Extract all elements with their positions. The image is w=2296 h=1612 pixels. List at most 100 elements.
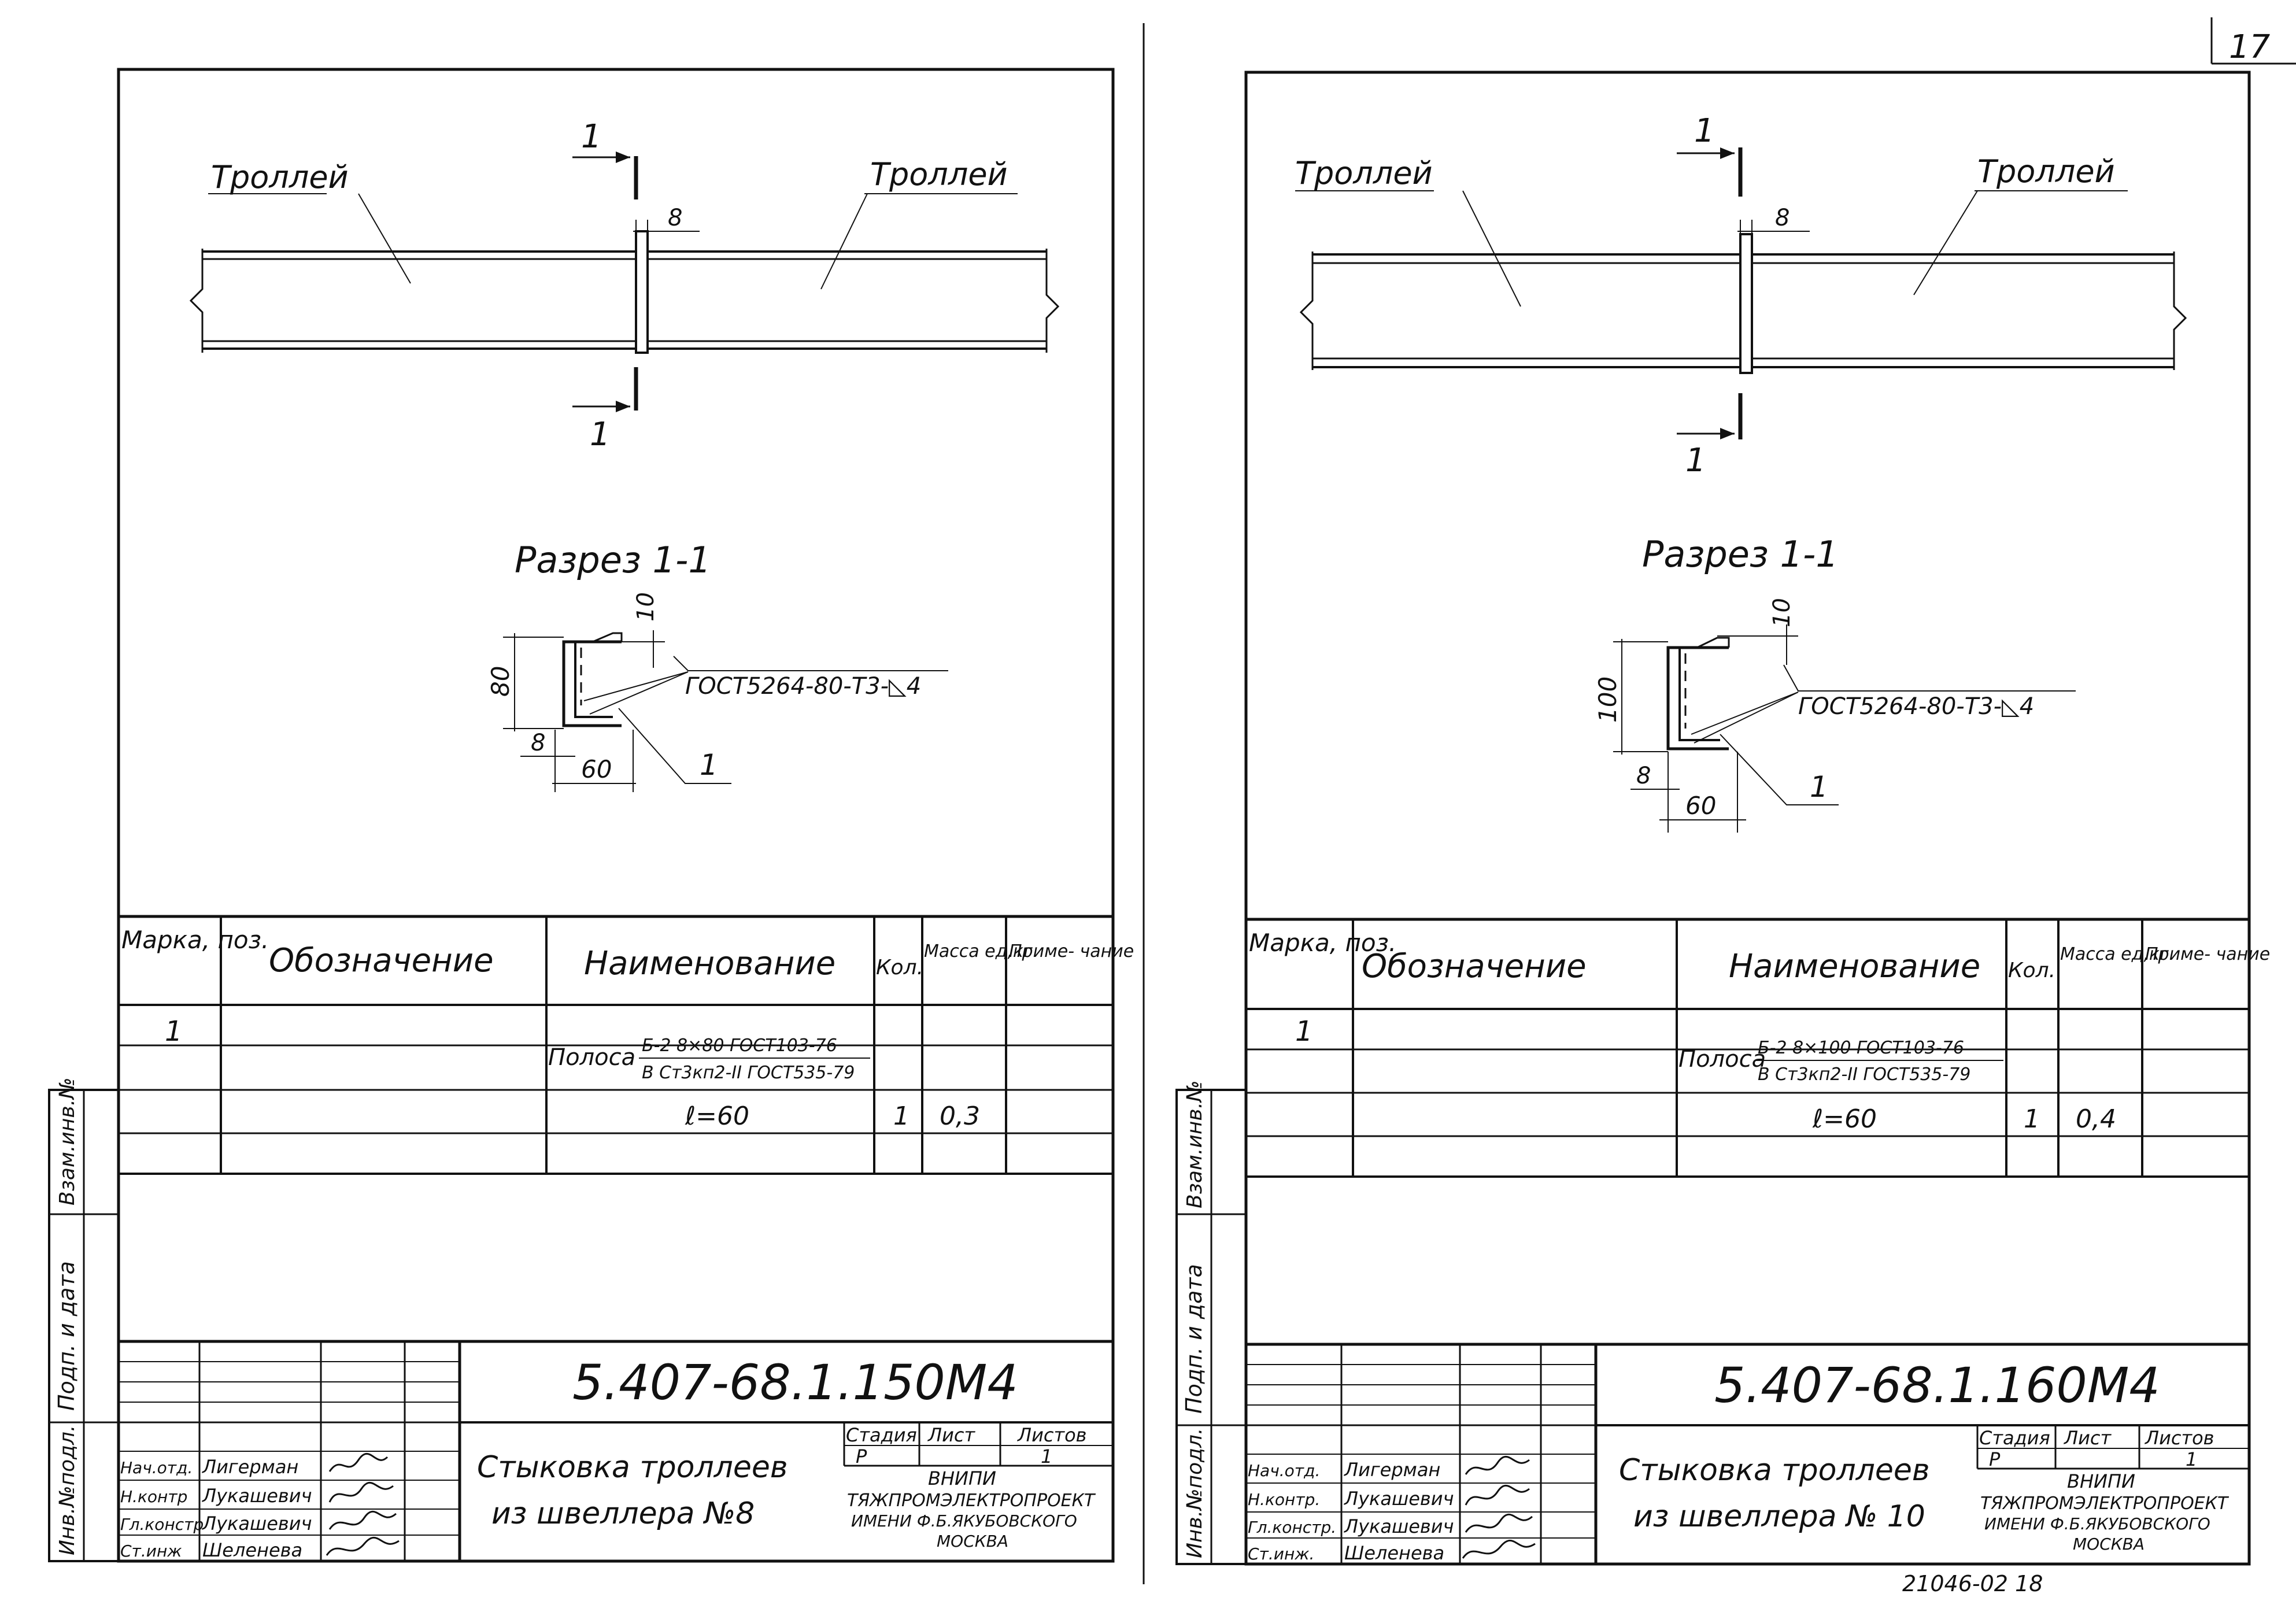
side-label-sign-date: Подп. и дата [54, 1261, 79, 1411]
break-line-left [1299, 252, 1314, 370]
doc-code: 5.407-68.1.160М4 [1714, 1357, 2160, 1414]
org-line-4: МОСКВА [2073, 1535, 2145, 1554]
break-line-right [2173, 252, 2187, 370]
sheet-label: Лист [927, 1424, 975, 1446]
page-number: 17 [2229, 28, 2271, 66]
joint-plate [635, 230, 649, 354]
frame [1244, 71, 2251, 1566]
role-4: Ст.инж [120, 1541, 182, 1561]
side-label-replace-inv: Взам.инв.№ [1183, 1080, 1207, 1208]
trolley-label-left: Троллей [1295, 155, 1433, 191]
name-1: Лигерман [1344, 1459, 1440, 1481]
th-mass: Масса ед,кг [924, 941, 1033, 962]
dim-height: 80 [486, 666, 515, 697]
item-length: ℓ=60 [1812, 1104, 1877, 1134]
item-mass: 0,3 [940, 1101, 980, 1131]
name-3: Лукашевич [1344, 1515, 1454, 1537]
item-spec-bottom: В Ст3кп2-II ГОСТ535-79 [642, 1063, 855, 1083]
break-line-right [1045, 249, 1060, 353]
gap-dimension: 8 [668, 205, 682, 231]
section-mark-top: 1 [1694, 112, 1715, 150]
sheets-label: Листов [2145, 1427, 2214, 1449]
arrow-icon [616, 401, 630, 412]
title-line-2: из швеллера № 10 [1633, 1499, 1925, 1534]
stage-label: Стадия [846, 1424, 917, 1446]
th-designation: Обозначение [269, 942, 494, 979]
stage-value: Р [1989, 1448, 2001, 1470]
item-name: Полоса [548, 1044, 635, 1071]
name-2: Лукашевич [1344, 1488, 1454, 1510]
side-label-inv-orig: Инв.№подл. [56, 1425, 79, 1555]
role-1: Нач.отд. [1248, 1461, 1320, 1480]
joint-plate [1739, 233, 1753, 374]
org-line-3: ИМЕНИ Ф.Б.ЯКУБОВСКОГО [851, 1511, 1077, 1530]
item-spec-bottom: В Ст3кп2-II ГОСТ535-79 [1758, 1064, 1970, 1085]
name-3: Лукашевич [202, 1513, 312, 1535]
footer-code: 21046-02 18 [1902, 1571, 2043, 1596]
pos-callout: 1 [1810, 770, 1828, 804]
title-line-1: Стыковка троллеев [1619, 1453, 1930, 1488]
row-pos: 1 [1295, 1015, 1313, 1048]
role-3: Гл.констр [120, 1515, 204, 1534]
title-line-1: Стыковка троллеев [477, 1450, 788, 1485]
name-1: Лигерман [202, 1456, 298, 1478]
role-2: Н.контр [120, 1487, 187, 1506]
role-2: Н.контр. [1248, 1490, 1320, 1509]
section-mark-top: 1 [581, 118, 602, 156]
weld-note: ГОСТ5264-80-Т3-◺4 [685, 673, 921, 700]
dim-top: 10 [633, 592, 659, 622]
item-qty: 1 [893, 1101, 909, 1131]
sheet-left: Инв.№подл. Подп. и дата Взам.инв.№ 8 1 [48, 68, 1134, 1563]
org-line-1: ВНИПИ [928, 1467, 996, 1489]
role-1: Нач.отд. [120, 1458, 193, 1477]
side-label-sign-date: Подп. и дата [1181, 1264, 1207, 1414]
weld-note: ГОСТ5264-80-Т3-◺4 [1798, 693, 2034, 720]
pos-callout: 1 [700, 748, 718, 782]
spec-table: Марка, поз. Обозначение Наименование Кол… [1246, 918, 2270, 1178]
sheet-label: Лист [2064, 1427, 2112, 1449]
signature-scribbles [1462, 1455, 1536, 1559]
trolley-label-right: Троллей [1977, 153, 2115, 190]
title-block: 5.407-68.1.150М4 Стыковка троллеев из шв… [119, 1340, 1113, 1561]
row-pos: 1 [165, 1015, 183, 1048]
name-4: Шеленева [202, 1539, 302, 1561]
trolley-label-right: Троллей [870, 156, 1008, 193]
trolley-plan-view: 8 1 1 Троллей Троллей [1295, 112, 2187, 479]
spec-table: Марка, поз. Обозначение Наименование Кол… [119, 915, 1134, 1175]
role-4: Ст.инж. [1248, 1544, 1314, 1563]
item-spec-top: Б-2 8×80 ГОСТ103-76 [642, 1036, 837, 1056]
th-qty: Кол. [876, 956, 923, 979]
dim-width: 60 [1685, 792, 1716, 820]
section-title: Разрез 1-1 [515, 539, 711, 581]
trolley-label-left: Троллей [211, 159, 349, 195]
name-4: Шеленева [1344, 1542, 1444, 1564]
dim-side: 8 [1636, 763, 1651, 789]
org-line-1: ВНИПИ [2067, 1470, 2135, 1492]
item-spec-top: Б-2 8×100 ГОСТ103-76 [1758, 1038, 1964, 1058]
gap-dimension: 8 [1775, 205, 1790, 231]
channel-profile [1666, 646, 1729, 750]
section-view: Разрез 1-1 10 100 8 60 ГОСТ5264-80-Т3-◺4 [1593, 533, 2076, 833]
th-mark: Марка, поз. [121, 926, 269, 954]
side-label-replace-inv: Взам.инв.№ [56, 1077, 79, 1206]
name-2: Лукашевич [202, 1485, 312, 1507]
th-qty: Кол. [2008, 959, 2055, 982]
org-line-4: МОСКВА [937, 1532, 1008, 1551]
sheets-count: 1 [2186, 1448, 2197, 1470]
sheets-label: Листов [1017, 1424, 1087, 1446]
stage-value: Р [856, 1445, 867, 1467]
role-3: Гл.констр. [1248, 1518, 1336, 1537]
arrow-icon [1720, 147, 1735, 159]
dim-side: 8 [531, 730, 545, 756]
th-note: Приме- чание [2145, 944, 2270, 964]
section-mark-bottom: 1 [590, 416, 611, 453]
doc-code: 5.407-68.1.150М4 [572, 1354, 1018, 1411]
frame [117, 68, 1115, 1563]
org-line-2: ТЯЖПРОМЭЛЕКТРОПРОЕКТ [847, 1491, 1096, 1511]
sheets-count: 1 [1041, 1445, 1052, 1467]
arrow-icon [616, 151, 630, 163]
side-label-inv-orig: Инв.№подл. [1183, 1428, 1207, 1558]
arrow-icon [1720, 428, 1735, 439]
trolley-plan-view: 8 1 1 Троллей Троллей [189, 118, 1060, 453]
